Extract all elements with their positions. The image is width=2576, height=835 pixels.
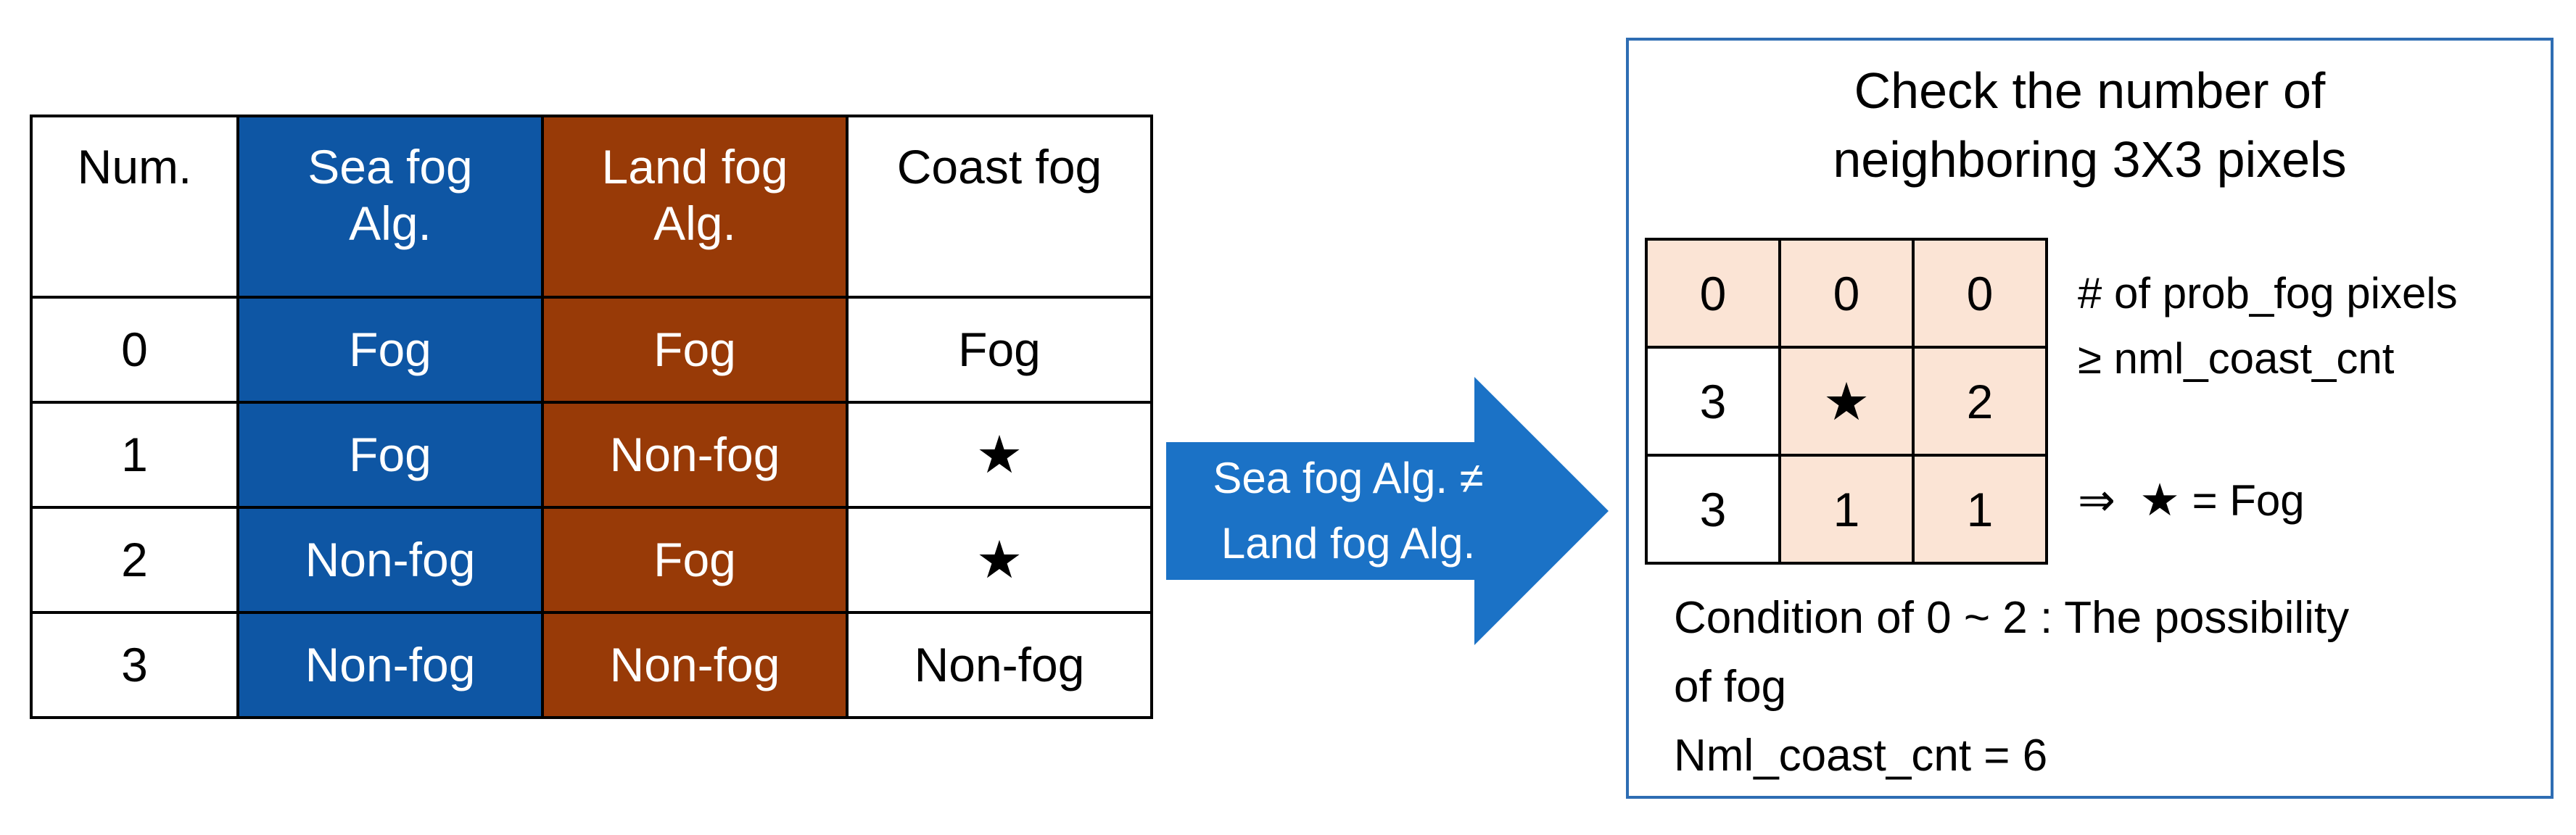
row-sea-fog: Fog	[236, 401, 544, 509]
table-row: 3 Non-fog Non-fog Non-fog	[30, 611, 1153, 719]
table-row: 1 Fog Non-fog ★	[30, 401, 1153, 509]
header-land-fog-line2: Alg.	[653, 196, 736, 250]
header-sea-fog: Sea fog Alg.	[236, 115, 544, 299]
row-sea-fog: Non-fog	[236, 611, 544, 719]
table-row: 2 Non-fog Fog ★	[30, 506, 1153, 614]
grid-cell: 3	[1645, 346, 1781, 457]
right-arrow-shape	[1166, 377, 1609, 645]
neighbor-3x3-grid: 0 0 0 3 ★ 2 3 1 1	[1645, 238, 2048, 565]
row-coast-fog: Non-fog	[846, 611, 1153, 719]
grid-cell: 0	[1778, 238, 1915, 349]
panel-title-line1: Check the number of	[1854, 62, 2326, 119]
grid-cell: 3	[1645, 454, 1781, 565]
grid-row: 3 1 1	[1645, 454, 2048, 565]
panel-title-line2: neighboring 3X3 pixels	[1833, 131, 2347, 188]
arrow-label-line2: Land fog Alg.	[1221, 519, 1476, 568]
grid-cell: 0	[1912, 238, 2048, 349]
table-header-row: Num. Sea fog Alg. Land fog Alg. Coast fo…	[30, 115, 1153, 299]
header-sea-fog-line2: Alg.	[349, 196, 432, 250]
header-num: Num.	[30, 115, 239, 299]
row-num: 3	[30, 611, 239, 719]
arrow-label: Sea fog Alg. ≠ Land fog Alg.	[1175, 446, 1522, 576]
result-statement: ⇒ ★ = Fog	[2078, 468, 2305, 533]
fog-algorithm-table: Num. Sea fog Alg. Land fog Alg. Coast fo…	[30, 115, 1153, 719]
row-num: 2	[30, 506, 239, 614]
notes-line1: Condition of 0 ~ 2 : The possibility	[1674, 593, 2350, 643]
grid-cell: 0	[1645, 238, 1781, 349]
row-land-fog: Non-fog	[541, 611, 849, 719]
header-land-fog-line1: Land fog	[601, 140, 788, 194]
row-coast-fog-star: ★	[846, 401, 1153, 509]
row-num: 1	[30, 401, 239, 509]
grid-cell: 1	[1778, 454, 1915, 565]
implies-arrow-icon: ⇒	[2078, 473, 2115, 526]
row-sea-fog: Non-fog	[236, 506, 544, 614]
grid-row: 3 ★ 2	[1645, 346, 2048, 457]
notes-line2: of fog	[1674, 662, 1787, 712]
count-rule: # of prob_fog pixels ≥ nml_coast_cnt	[2078, 261, 2458, 391]
header-land-fog: Land fog Alg.	[541, 115, 849, 299]
header-sea-fog-line1: Sea fog	[307, 140, 473, 194]
row-land-fog: Non-fog	[541, 401, 849, 509]
header-coast-fog: Coast fog	[846, 115, 1153, 299]
notes-line3: Nml_coast_cnt = 6	[1674, 731, 2048, 781]
star-icon: ★	[2139, 473, 2180, 526]
row-coast-fog-star: ★	[846, 506, 1153, 614]
condition-notes: Condition of 0 ~ 2 : The possibility of …	[1674, 583, 2349, 790]
row-land-fog: Fog	[541, 506, 849, 614]
result-text: = Fog	[2192, 476, 2305, 525]
count-rule-line2: ≥ nml_coast_cnt	[2078, 334, 2395, 383]
grid-cell: 2	[1912, 346, 2048, 457]
table-row: 0 Fog Fog Fog	[30, 296, 1153, 404]
row-coast-fog: Fog	[846, 296, 1153, 404]
arrow-label-line1: Sea fog Alg. ≠	[1213, 454, 1484, 502]
row-sea-fog: Fog	[236, 296, 544, 404]
row-land-fog: Fog	[541, 296, 849, 404]
arrow-polygon	[1166, 377, 1609, 645]
grid-cell: 1	[1912, 454, 2048, 565]
grid-row: 0 0 0	[1645, 238, 2048, 349]
count-rule-line1: # of prob_fog pixels	[2078, 269, 2458, 317]
row-num: 0	[30, 296, 239, 404]
panel-title: Check the number of neighboring 3X3 pixe…	[1626, 57, 2554, 194]
grid-center-star: ★	[1778, 346, 1915, 457]
